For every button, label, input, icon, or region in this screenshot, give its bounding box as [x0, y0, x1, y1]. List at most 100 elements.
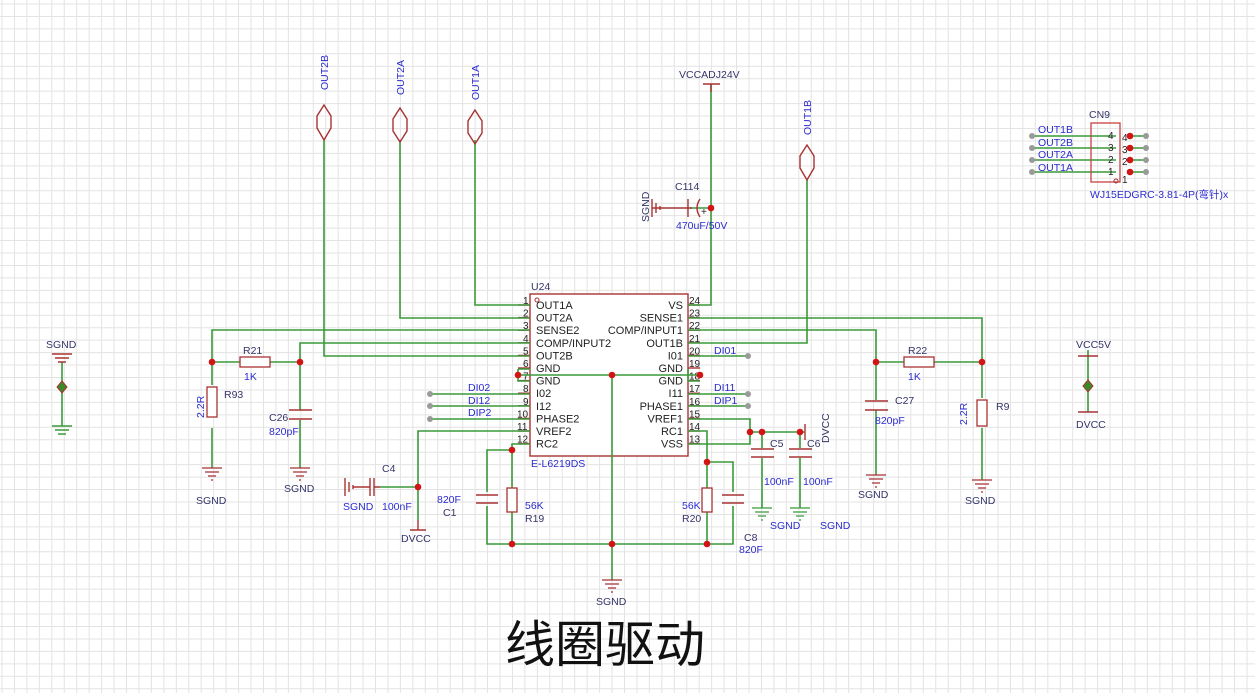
- svg-text:1: 1: [1108, 167, 1114, 178]
- page-title: 线圈驱动: [505, 616, 705, 674]
- resistor-r9: R9 2.2R: [958, 399, 1010, 427]
- wire-rc1: [688, 430, 708, 544]
- wire-out2a: [399, 140, 530, 319]
- port-out1b: OUT1B: [799, 100, 815, 182]
- svg-text:100nF: 100nF: [382, 501, 412, 513]
- label-sgnd-c5: SGND: [770, 520, 801, 532]
- junction-dot: [608, 540, 616, 548]
- pin-number: 17: [689, 384, 701, 395]
- wire-end-dot: [1029, 145, 1035, 151]
- svg-text:820F: 820F: [437, 494, 461, 506]
- junction-dot: [872, 358, 880, 366]
- junction-dot: [208, 358, 216, 366]
- junction-dot: [746, 428, 754, 436]
- pin-number: 12: [517, 435, 529, 446]
- resistor-r19: 56K R19: [506, 487, 544, 525]
- net-tie-sgnd: SGND: [46, 339, 77, 435]
- svg-text:R93: R93: [224, 389, 243, 401]
- pin-number: 1: [523, 296, 529, 307]
- ic-part: E-L6219DS: [531, 458, 585, 470]
- svg-text:OUT1B: OUT1B: [1038, 124, 1073, 136]
- svg-text:OUT1A: OUT1A: [470, 65, 482, 100]
- pin-number: 13: [689, 435, 701, 446]
- pin-number: 15: [689, 409, 701, 420]
- ground-icon: [790, 507, 810, 521]
- pin-number: 8: [523, 384, 529, 395]
- pin-name: COMP/INPUT1: [608, 325, 683, 337]
- wire-end-dot: [1029, 133, 1035, 139]
- junctions: [208, 132, 1134, 548]
- wires: [61, 84, 1146, 580]
- label-di01: DI01: [714, 345, 736, 357]
- svg-text:56K: 56K: [682, 500, 701, 512]
- pin-number: 7: [523, 372, 529, 383]
- junction-dot: [1126, 144, 1134, 152]
- wire-comp2: [299, 342, 530, 362]
- net-labels: DI02 DI12 DIP2 DI01 DI11 DIP1: [468, 345, 738, 419]
- label-sgnd-r93: SGND: [196, 495, 227, 507]
- no-connect-dots: [427, 133, 1149, 422]
- svg-text:SGND: SGND: [640, 191, 652, 222]
- junction-dot: [978, 358, 986, 366]
- svg-text:DVCC: DVCC: [820, 413, 832, 443]
- svg-text:1K: 1K: [908, 371, 921, 383]
- net-ports: OUT2B OUT2A OUT1A OUT1B: [316, 55, 815, 182]
- pin-name: VREF2: [536, 426, 571, 438]
- junction-dot: [707, 204, 715, 212]
- svg-text:+: +: [701, 207, 707, 218]
- junction-dot: [508, 540, 516, 548]
- cap-c4: C4 SGND 100nF: [343, 463, 412, 513]
- pin-number: 9: [523, 397, 529, 408]
- pin-number: 24: [689, 296, 701, 307]
- resistor-r20: 56K R20: [682, 487, 713, 525]
- wire-out1b: [688, 180, 808, 344]
- wire-end-dot: [1143, 133, 1149, 139]
- pin-number: 22: [689, 321, 701, 332]
- svg-text:2.2R: 2.2R: [195, 395, 207, 418]
- svg-text:R22: R22: [908, 345, 927, 357]
- wire-out2b: [323, 140, 530, 357]
- pin-name: COMP/INPUT2: [536, 338, 611, 350]
- ground-icon: [202, 467, 222, 481]
- wire-rc2: [511, 443, 530, 544]
- wire-end-dot: [1143, 145, 1149, 151]
- wire-vs: [688, 84, 712, 306]
- svg-text:1: 1: [1122, 175, 1128, 186]
- cap-c5: C5 100nF: [751, 438, 794, 488]
- cap-c8: C8 820F: [722, 494, 763, 556]
- label-sgnd-main: SGND: [596, 596, 627, 608]
- pin-number: 23: [689, 309, 701, 320]
- pin-number: 21: [689, 334, 701, 345]
- pin-name: OUT1A: [536, 300, 573, 312]
- svg-text:OUT2B: OUT2B: [1038, 137, 1073, 149]
- pin-number: 6: [523, 359, 529, 370]
- svg-text:OUT2A: OUT2A: [1038, 149, 1073, 161]
- junction-dot: [414, 483, 422, 491]
- svg-text:2: 2: [1108, 155, 1114, 166]
- svg-text:3: 3: [1122, 145, 1128, 156]
- pin-name: VREF1: [648, 413, 683, 425]
- pin-number: 19: [689, 359, 701, 370]
- svg-text:CN9: CN9: [1089, 109, 1110, 121]
- junction-dot: [608, 371, 616, 379]
- resistor-r93: R93 2.2R: [195, 386, 243, 418]
- wire-cn9-right: [1130, 135, 1146, 173]
- power-dvcc-left: DVCC: [401, 520, 431, 545]
- wire-end-dot: [1143, 169, 1149, 175]
- junction-dot: [703, 458, 711, 466]
- pin-name: GND: [536, 376, 561, 388]
- ground-icon: [866, 474, 886, 488]
- label-dip2: DIP2: [468, 407, 492, 419]
- svg-text:SGND: SGND: [46, 339, 77, 351]
- ic-designator: U24: [531, 281, 550, 293]
- pin-name: I12: [536, 401, 551, 413]
- label-di02: DI02: [468, 382, 490, 394]
- svg-text:R19: R19: [525, 513, 544, 525]
- label-sgnd-c26: SGND: [284, 483, 315, 495]
- ground-icon: [602, 579, 622, 593]
- pin-number: 2: [523, 309, 529, 320]
